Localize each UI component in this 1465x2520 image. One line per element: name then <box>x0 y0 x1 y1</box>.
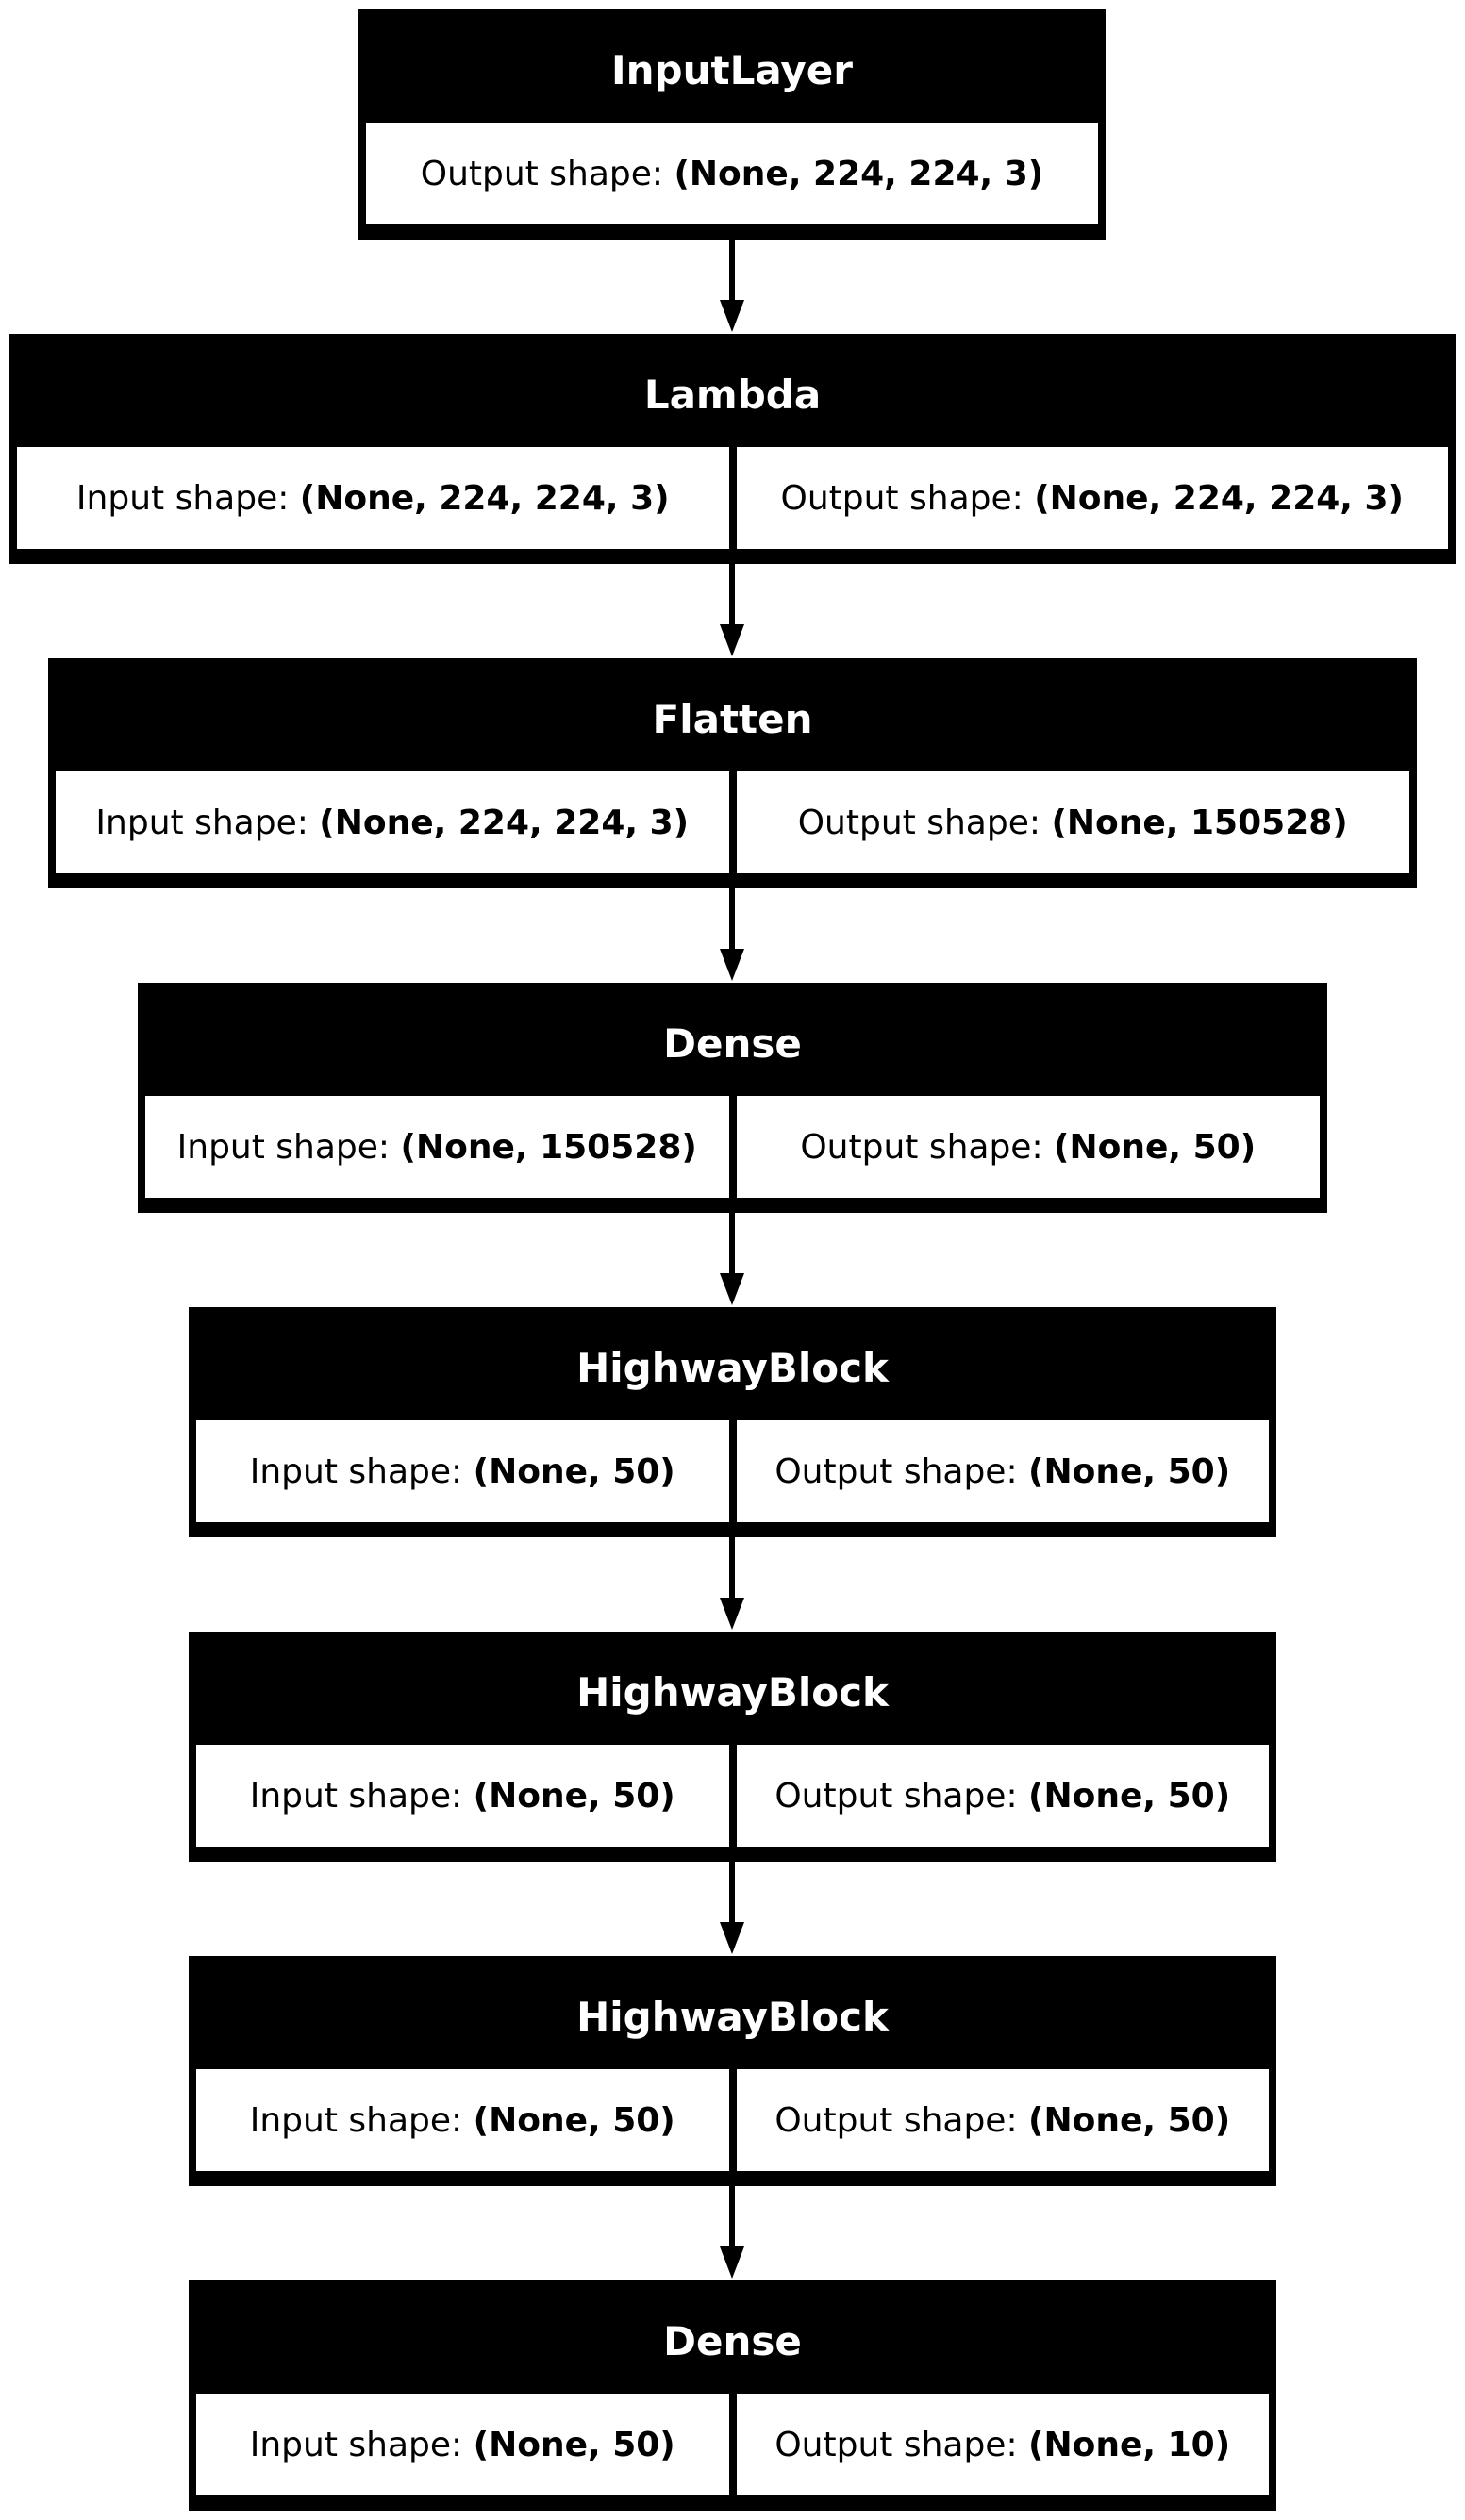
input-shape-value: (None, 150528) <box>400 1127 697 1167</box>
edge-line <box>729 564 735 626</box>
output-shape-cell: Output shape: (None, 224, 224, 3) <box>736 447 1448 549</box>
layer-node-dense: Dense Input shape: (None, 50) Output sha… <box>189 2280 1276 2511</box>
input-shape-cell: Input shape: (None, 50) <box>196 1420 729 1522</box>
edge-line <box>729 1862 735 1924</box>
arrow-down-icon <box>720 949 744 981</box>
output-shape-cell: Output shape: (None, 50) <box>736 1745 1269 1847</box>
output-shape-label: Output shape: <box>797 803 1040 842</box>
output-shape-cell: Output shape: (None, 150528) <box>736 771 1409 873</box>
layer-node-inputlayer: InputLayer Output shape: (None, 224, 224… <box>358 9 1106 240</box>
layer-node-dense: Dense Input shape: (None, 150528) Output… <box>138 983 1327 1213</box>
layer-node-highwayblock: HighwayBlock Input shape: (None, 50) Out… <box>189 1956 1276 2186</box>
output-shape-cell: Output shape: (None, 50) <box>736 1096 1320 1198</box>
edge-line <box>729 1213 735 1275</box>
layer-title: InputLayer <box>611 46 853 93</box>
arrow-down-icon <box>720 1598 744 1630</box>
output-shape-label: Output shape: <box>780 478 1024 518</box>
input-shape-cell: Input shape: (None, 224, 224, 3) <box>17 447 729 549</box>
input-shape-label: Input shape: <box>95 803 308 842</box>
input-shape-value: (None, 224, 224, 3) <box>299 478 670 518</box>
input-shape-label: Input shape: <box>249 1776 463 1815</box>
layer-node-lambda: Lambda Input shape: (None, 224, 224, 3) … <box>9 334 1456 564</box>
input-shape-value: (None, 50) <box>473 2100 675 2140</box>
output-shape-value: (None, 50) <box>1028 2100 1231 2140</box>
input-shape-value: (None, 50) <box>473 1776 675 1815</box>
output-shape-value: (None, 50) <box>1054 1127 1257 1167</box>
input-shape-cell: Input shape: (None, 224, 224, 3) <box>56 771 729 873</box>
layer-shape-row: Output shape: (None, 224, 224, 3) <box>366 123 1098 224</box>
input-shape-label: Input shape: <box>249 2100 463 2140</box>
edge-line <box>729 240 735 302</box>
output-shape-cell: Output shape: (None, 50) <box>736 1420 1269 1522</box>
layer-title: Lambda <box>643 371 822 418</box>
output-shape-cell: Output shape: (None, 224, 224, 3) <box>366 123 1098 224</box>
layer-title: Dense <box>663 1020 802 1067</box>
arrow-down-icon <box>720 300 744 332</box>
output-shape-value: (None, 224, 224, 3) <box>1034 478 1404 518</box>
input-shape-label: Input shape: <box>176 1127 391 1167</box>
edge-line <box>729 2186 735 2248</box>
output-shape-value: (None, 50) <box>1028 1776 1231 1815</box>
output-shape-value: (None, 150528) <box>1051 803 1348 842</box>
output-shape-label: Output shape: <box>774 1776 1018 1815</box>
output-shape-label: Output shape: <box>774 2100 1018 2140</box>
input-shape-value: (None, 50) <box>473 1451 675 1491</box>
output-shape-value: (None, 50) <box>1028 1451 1231 1491</box>
output-shape-cell: Output shape: (None, 10) <box>736 2394 1269 2495</box>
layer-shape-row: Input shape: (None, 50) Output shape: (N… <box>196 1745 1269 1847</box>
layer-node-highwayblock: HighwayBlock Input shape: (None, 50) Out… <box>189 1307 1276 1537</box>
layer-shape-row: Input shape: (None, 50) Output shape: (N… <box>196 2394 1269 2495</box>
layer-node-flatten: Flatten Input shape: (None, 224, 224, 3)… <box>48 658 1417 888</box>
layer-title: Dense <box>663 2317 802 2364</box>
output-shape-label: Output shape: <box>800 1127 1043 1167</box>
output-shape-cell: Output shape: (None, 50) <box>736 2069 1269 2171</box>
arrow-down-icon <box>720 1273 744 1305</box>
input-shape-cell: Input shape: (None, 50) <box>196 2394 729 2495</box>
output-shape-label: Output shape: <box>774 1451 1018 1491</box>
output-shape-label: Output shape: <box>420 154 664 193</box>
layer-shape-row: Input shape: (None, 224, 224, 3) Output … <box>56 771 1409 873</box>
layer-title: Flatten <box>652 695 813 742</box>
output-shape-value: (None, 10) <box>1028 2425 1231 2464</box>
input-shape-cell: Input shape: (None, 150528) <box>145 1096 729 1198</box>
layer-title: HighwayBlock <box>576 1344 889 1391</box>
layer-shape-row: Input shape: (None, 50) Output shape: (N… <box>196 1420 1269 1522</box>
input-shape-label: Input shape: <box>249 1451 463 1491</box>
layer-shape-row: Input shape: (None, 150528) Output shape… <box>145 1096 1320 1198</box>
layer-shape-row: Input shape: (None, 224, 224, 3) Output … <box>17 447 1448 549</box>
edge-line <box>729 888 735 951</box>
input-shape-value: (None, 50) <box>473 2425 675 2464</box>
input-shape-value: (None, 224, 224, 3) <box>319 803 690 842</box>
arrow-down-icon <box>720 1922 744 1954</box>
arrow-down-icon <box>720 624 744 656</box>
layer-title: HighwayBlock <box>576 1668 889 1716</box>
input-shape-label: Input shape: <box>249 2425 463 2464</box>
input-shape-label: Input shape: <box>75 478 290 518</box>
layer-title: HighwayBlock <box>576 1993 889 2040</box>
input-shape-cell: Input shape: (None, 50) <box>196 2069 729 2171</box>
layer-shape-row: Input shape: (None, 50) Output shape: (N… <box>196 2069 1269 2171</box>
arrow-down-icon <box>720 2246 744 2279</box>
output-shape-label: Output shape: <box>774 2425 1018 2464</box>
input-shape-cell: Input shape: (None, 50) <box>196 1745 729 1847</box>
edge-line <box>729 1537 735 1600</box>
output-shape-value: (None, 224, 224, 3) <box>674 154 1044 193</box>
layer-node-highwayblock: HighwayBlock Input shape: (None, 50) Out… <box>189 1632 1276 1862</box>
